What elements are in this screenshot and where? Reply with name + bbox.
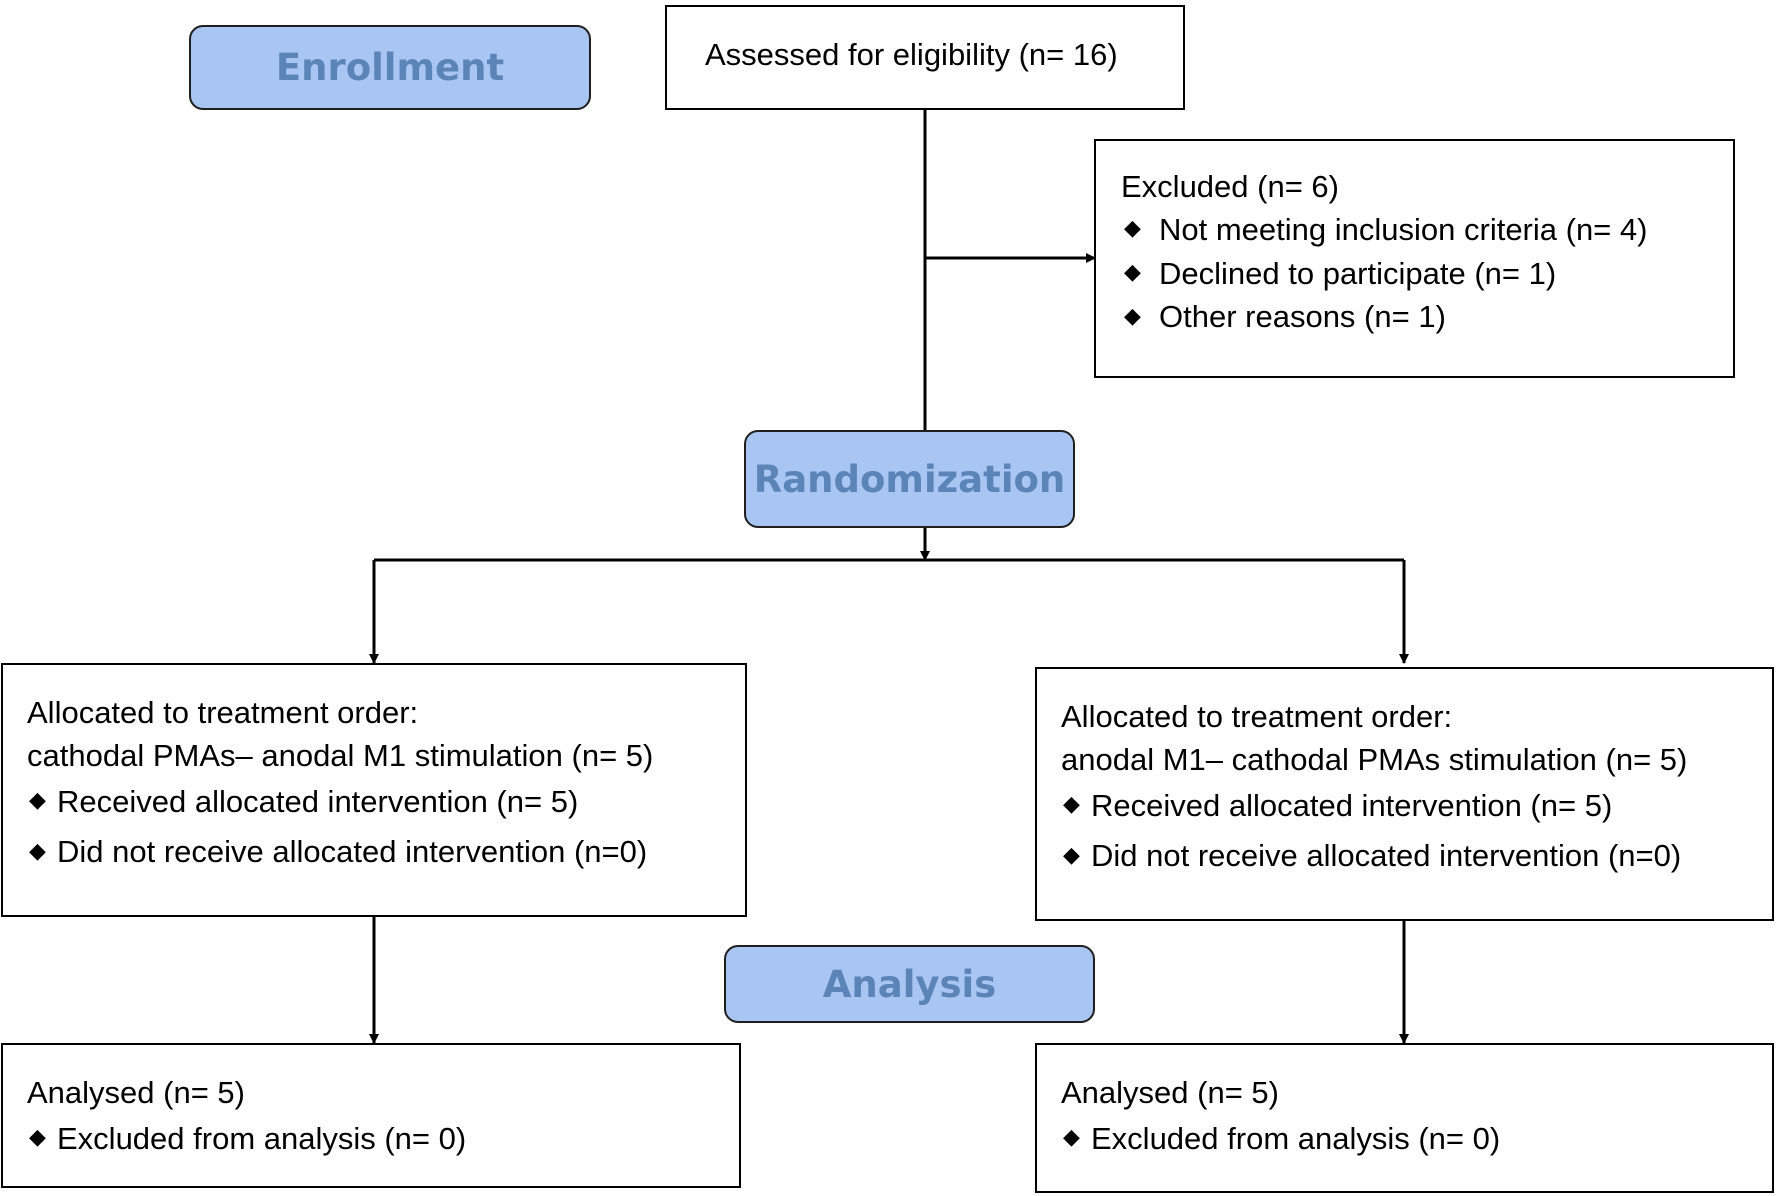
analysis-left-item: Excluded from analysis (n= 0) <box>57 1121 467 1156</box>
analysis-right-item: Excluded from analysis (n= 0) <box>1091 1121 1501 1156</box>
excluded-item: Declined to participate (n= 1) <box>1159 256 1557 291</box>
excluded-item: Not meeting inclusion criteria (n= 4) <box>1159 212 1648 247</box>
allocation-left-item: Did not receive allocated intervention (… <box>57 834 648 869</box>
allocation-left-heading: Allocated to treatment order: <box>27 695 419 730</box>
allocation-left-box: Allocated to treatment order: cathodal P… <box>1 663 747 917</box>
bullet-icon: ◆ <box>1063 1124 1080 1149</box>
analysis-stage-label: Analysis <box>724 945 1095 1023</box>
bullet-icon: ◆ <box>29 787 46 812</box>
randomization-label-text: Randomization <box>753 457 1066 501</box>
assessed-text: Assessed for eligibility (n= 16) <box>705 37 1118 72</box>
allocation-left-item: Received allocated intervention (n= 5) <box>57 784 579 819</box>
randomization-stage-label: Randomization <box>744 430 1075 528</box>
enrollment-label-text: Enrollment <box>275 46 505 89</box>
assessed-box: Assessed for eligibility (n= 16) <box>665 5 1185 110</box>
allocation-right-heading: Allocated to treatment order: <box>1061 699 1453 734</box>
excluded-item: Other reasons (n= 1) <box>1159 299 1446 334</box>
analysis-left-title: Analysed (n= 5) <box>27 1075 245 1110</box>
analysis-right-box: Analysed (n= 5) ◆ Excluded from analysis… <box>1035 1043 1774 1193</box>
allocation-right-item: Did not receive allocated intervention (… <box>1091 838 1682 873</box>
analysis-label-text: Analysis <box>822 962 997 1006</box>
bullet-icon: ◆ <box>1063 791 1080 816</box>
bullet-icon: ◆ <box>1063 842 1080 867</box>
bullet-icon: ◆ <box>29 1124 46 1149</box>
analysis-left-box: Analysed (n= 5) ◆ Excluded from analysis… <box>1 1043 741 1188</box>
allocation-right-order: anodal M1– cathodal PMAs stimulation (n=… <box>1061 742 1688 777</box>
bullet-icon: ◆ <box>1124 303 1141 328</box>
allocation-right-box: Allocated to treatment order: anodal M1–… <box>1035 667 1774 921</box>
analysis-right-title: Analysed (n= 5) <box>1061 1075 1279 1110</box>
excluded-title: Excluded (n= 6) <box>1121 169 1339 204</box>
enrollment-stage-label: Enrollment <box>189 25 591 110</box>
bullet-icon: ◆ <box>1124 215 1141 240</box>
bullet-icon: ◆ <box>1124 259 1141 284</box>
allocation-right-item: Received allocated intervention (n= 5) <box>1091 788 1613 823</box>
excluded-box: Excluded (n= 6) ◆ Not meeting inclusion … <box>1094 139 1735 378</box>
bullet-icon: ◆ <box>29 838 46 863</box>
allocation-left-order: cathodal PMAs– anodal M1 stimulation (n=… <box>27 738 654 773</box>
